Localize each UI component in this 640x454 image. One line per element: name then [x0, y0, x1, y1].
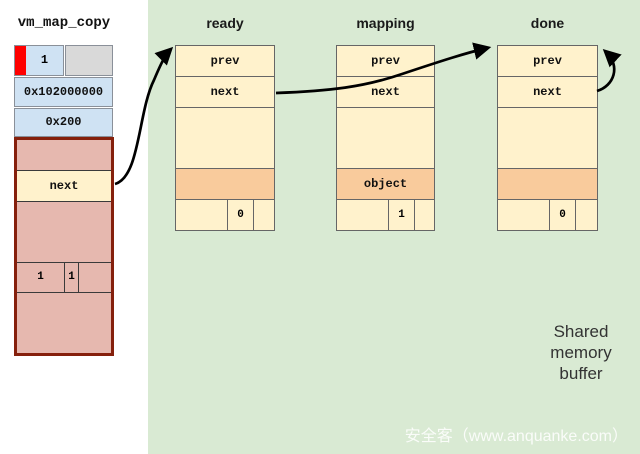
mapping-bottom-pad: [337, 200, 389, 230]
done-bottom-pad: [498, 200, 550, 230]
vm-map-copy-padding-cell: [65, 45, 113, 76]
vm-map-copy-flag-cell: 1: [14, 45, 64, 76]
done-struct: prev next 0: [497, 45, 598, 231]
vm-map-copy-title: vm_map_copy: [17, 15, 111, 31]
vm-map-entry-box: next 1 1: [14, 137, 114, 356]
shared-memory-label-line1: Shared: [553, 322, 609, 341]
mapping-title: mapping: [356, 15, 415, 31]
shared-memory-label: Shared memory buffer: [516, 321, 640, 384]
ready-spacer: [176, 108, 274, 169]
entry-counter-1: 1: [17, 263, 65, 292]
ready-next-field: next: [176, 77, 274, 108]
shared-memory-label-line3: buffer: [559, 364, 603, 383]
done-prev-field: prev: [498, 46, 597, 77]
done-spacer: [498, 108, 597, 169]
ready-prev-field: prev: [176, 46, 274, 77]
entry-counter-2: 1: [65, 263, 79, 292]
entry-next-field: next: [17, 170, 111, 202]
ready-bottom-pad: [176, 200, 228, 230]
ready-bottom-row: 0: [176, 200, 274, 230]
done-count-value: 0: [550, 200, 576, 230]
vm-map-copy-address-cell: 0x102000000: [14, 77, 113, 107]
done-bottom-row: 0: [498, 200, 597, 230]
done-bottom-pad2: [576, 200, 597, 230]
mapping-spacer: [337, 108, 434, 169]
ready-object-field: [176, 169, 274, 200]
mapping-next-field: next: [337, 77, 434, 108]
mapping-struct: prev next object 1: [336, 45, 435, 231]
watermark-text: 安全客（www.anquanke.com）: [404, 428, 628, 445]
red-flag-marker: [15, 46, 26, 75]
ready-bottom-pad2: [254, 200, 274, 230]
ready-count-value: 0: [228, 200, 254, 230]
done-title: done: [530, 15, 565, 31]
done-next-field: next: [498, 77, 597, 108]
mapping-bottom-row: 1: [337, 200, 434, 230]
mapping-count-value: 1: [389, 200, 415, 230]
entry-counter-row: 1 1: [17, 262, 111, 293]
ready-title: ready: [206, 15, 244, 31]
ready-struct: prev next 0: [175, 45, 275, 231]
done-object-field: [498, 169, 597, 200]
flag-value: 1: [40, 53, 49, 67]
mapping-object-field: object: [337, 169, 434, 200]
mapping-bottom-pad2: [415, 200, 434, 230]
mapping-prev-field: prev: [337, 46, 434, 77]
entry-counter-pad: [79, 263, 111, 292]
vm-map-copy-size-cell: 0x200: [14, 108, 113, 137]
shared-memory-label-line2: memory: [550, 343, 612, 362]
